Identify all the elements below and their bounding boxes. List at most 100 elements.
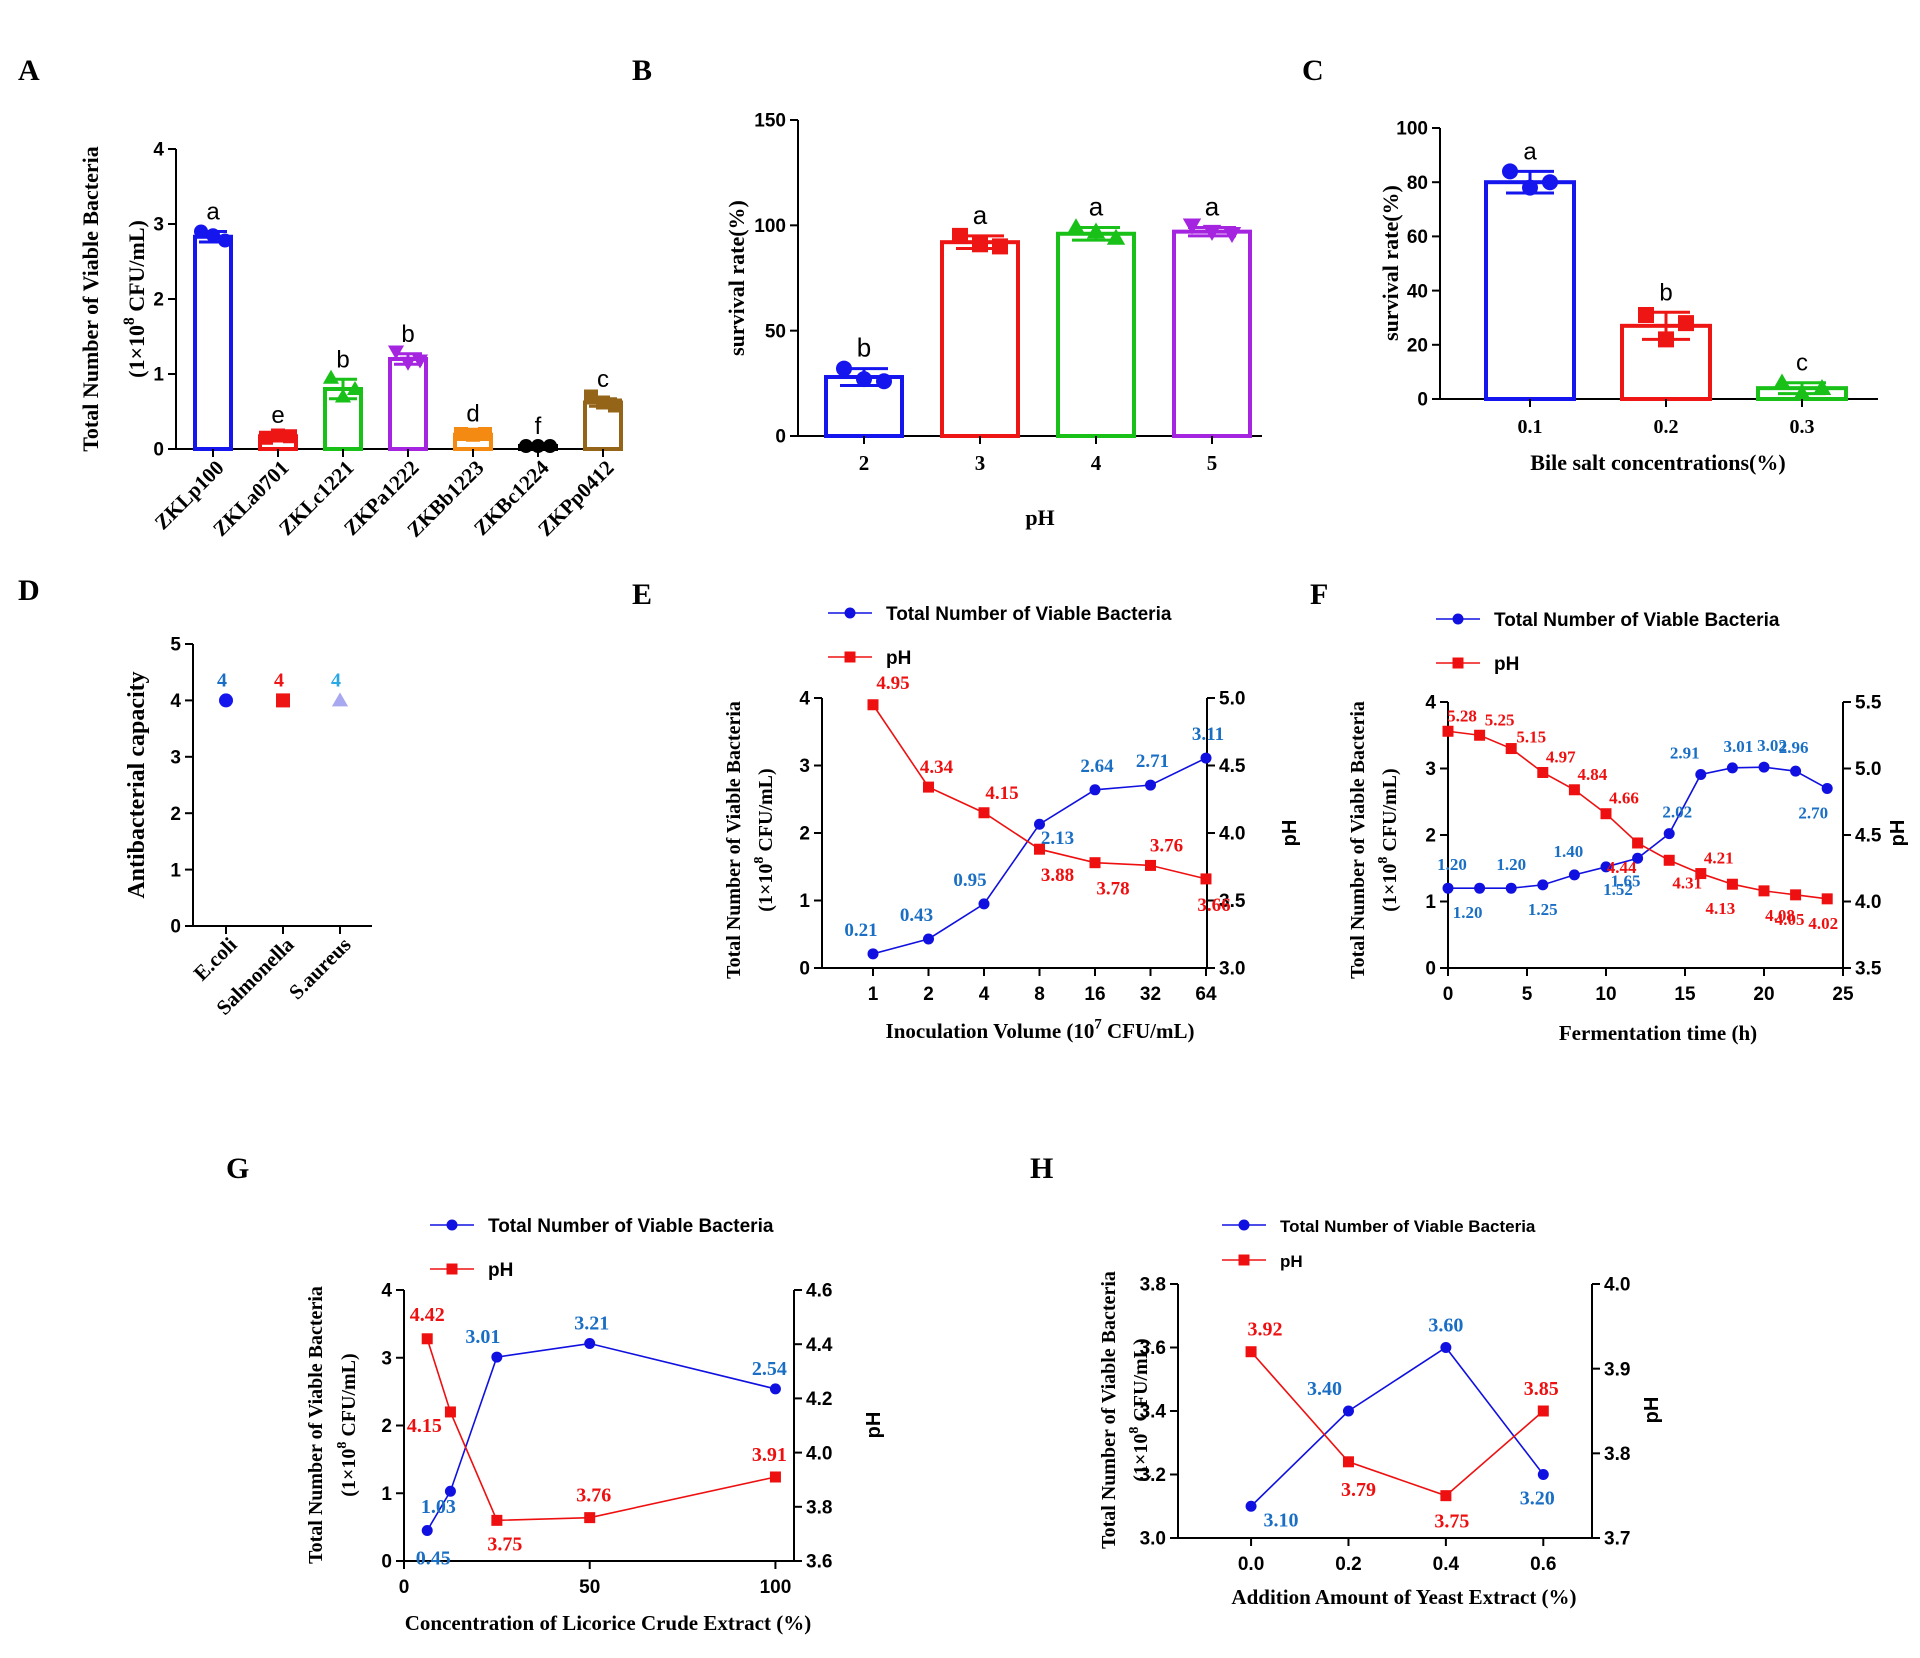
data-point xyxy=(519,439,533,453)
y-axis-left-tick-label: 3.6 xyxy=(1140,1338,1166,1359)
data-label: 3.10 xyxy=(1264,1509,1299,1531)
ph-point xyxy=(1089,857,1101,869)
data-label: 2.70 xyxy=(1798,803,1828,822)
x-tick-label: 5 xyxy=(1522,984,1533,1005)
ph-point xyxy=(1600,808,1612,820)
data-label: 4.15 xyxy=(985,783,1018,804)
y-axis-unit: (1×108 CFU/mL) xyxy=(121,220,149,378)
y-axis-tick-label: 60 xyxy=(1407,227,1428,248)
data-label: 5.15 xyxy=(1516,728,1546,747)
x-tick-label: 0.2 xyxy=(1654,416,1679,438)
y-axis-right-tick-label: 3.9 xyxy=(1604,1359,1630,1380)
y-axis-unit: (1×108 CFU/mL) xyxy=(752,768,777,911)
x-tick-label: 0.6 xyxy=(1530,1554,1556,1575)
bacteria-point xyxy=(1695,768,1707,780)
data-label: 3.66 xyxy=(1197,895,1230,916)
data-label: 1.20 xyxy=(1496,855,1526,874)
bacteria-point xyxy=(421,1525,433,1537)
y-axis-unit-superscript: 8 xyxy=(1127,1427,1142,1434)
y-axis-tick-label: 0 xyxy=(170,917,181,938)
data-label: 2.71 xyxy=(1136,751,1169,772)
ph-point xyxy=(1474,729,1486,741)
data-label: 3.40 xyxy=(1307,1378,1342,1400)
data-point xyxy=(454,427,468,441)
x-tick-label: 2 xyxy=(923,984,934,1005)
data-point xyxy=(1678,315,1694,332)
bacteria-point xyxy=(867,948,879,960)
legend-marker xyxy=(446,1219,458,1231)
data-point xyxy=(283,429,297,444)
panel-label: G xyxy=(226,1152,249,1185)
data-label: 2.96 xyxy=(1779,738,1809,757)
data-point xyxy=(1542,174,1558,191)
panel-label: H xyxy=(1030,1152,1053,1185)
bacteria-point xyxy=(1821,782,1833,794)
data-label: 4.08 xyxy=(1765,906,1795,925)
y-axis-left-tick-label: 3.8 xyxy=(1140,1275,1166,1296)
data-label: 3.01 xyxy=(465,1326,500,1348)
data-point xyxy=(1182,218,1202,235)
bar xyxy=(193,234,233,451)
data-point xyxy=(972,236,988,253)
bar xyxy=(940,240,1020,438)
data-label: 3.85 xyxy=(1524,1378,1559,1400)
bacteria-point xyxy=(584,1338,596,1350)
data-point xyxy=(346,380,364,395)
ph-point xyxy=(1200,873,1212,885)
y-axis-unit-text: (1×10 xyxy=(124,325,149,378)
data-point xyxy=(1658,331,1674,348)
y-axis-tick-label: 50 xyxy=(765,321,786,342)
data-label: 1.25 xyxy=(1528,900,1558,919)
y-axis-tick-label: 0 xyxy=(153,440,164,461)
bacteria-point xyxy=(1505,882,1517,894)
bacteria-point xyxy=(1245,1500,1257,1512)
ph-point xyxy=(1505,743,1517,755)
data-label: 2.54 xyxy=(752,1358,787,1380)
x-tick-label: 64 xyxy=(1195,984,1217,1005)
data-point xyxy=(992,238,1008,255)
y-axis-right-tick-label: 4.6 xyxy=(806,1281,832,1302)
y-axis-tick-label: 80 xyxy=(1407,173,1428,194)
data-point xyxy=(259,430,273,445)
y-axis-unit-text: (1×10 xyxy=(1130,1434,1152,1482)
y-axis-unit: (1×108 CFU/mL) xyxy=(1376,768,1401,911)
x-tick-label: 2 xyxy=(859,451,870,475)
data-point xyxy=(543,439,557,453)
data-label: 3.02 xyxy=(1757,736,1787,755)
data-point xyxy=(387,345,405,360)
data-label: 4.95 xyxy=(876,673,909,694)
y-axis-left-tick-label: 3 xyxy=(1425,759,1436,780)
y-axis-label: survival rate(%) xyxy=(1378,185,1403,341)
y-axis-right-tick-label: 3.8 xyxy=(1604,1444,1630,1465)
series-line-bacteria xyxy=(1250,1346,1544,1507)
y-axis-label: Total Number of Viable Bacteria xyxy=(305,1286,327,1564)
data-point xyxy=(271,428,285,443)
data-label: 4.97 xyxy=(1546,747,1576,766)
y-axis-tick-label: 0 xyxy=(1417,390,1428,411)
y-axis-tick-label: 4 xyxy=(170,691,181,712)
significance-letter: e xyxy=(271,402,284,429)
y-axis-right-tick-label: 4.0 xyxy=(806,1443,832,1464)
data-label: 0.21 xyxy=(844,920,877,941)
data-label: 1.20 xyxy=(1453,903,1483,922)
data-point xyxy=(584,389,598,404)
bacteria-point xyxy=(923,933,934,945)
y-axis-tick-label: 2 xyxy=(170,804,181,825)
data-point xyxy=(478,427,492,441)
y-axis-tick-label: 100 xyxy=(1396,119,1428,140)
y-axis-unit-suffix: CFU/mL) xyxy=(124,220,149,317)
x-tick-label: 16 xyxy=(1084,984,1105,1005)
data-label: 4 xyxy=(217,669,227,691)
panel-label: C xyxy=(1302,54,1324,87)
data-point xyxy=(531,439,545,453)
data-label: 3.60 xyxy=(1428,1315,1463,1337)
y-axis-tick-label: 40 xyxy=(1407,281,1428,302)
significance-letter: a xyxy=(206,199,220,226)
x-tick-label: E.coli xyxy=(189,932,242,985)
ph-point xyxy=(1758,885,1770,897)
x-tick-label: 32 xyxy=(1140,984,1161,1005)
bacteria-point xyxy=(1440,1342,1452,1353)
bacteria-point xyxy=(1442,882,1454,894)
